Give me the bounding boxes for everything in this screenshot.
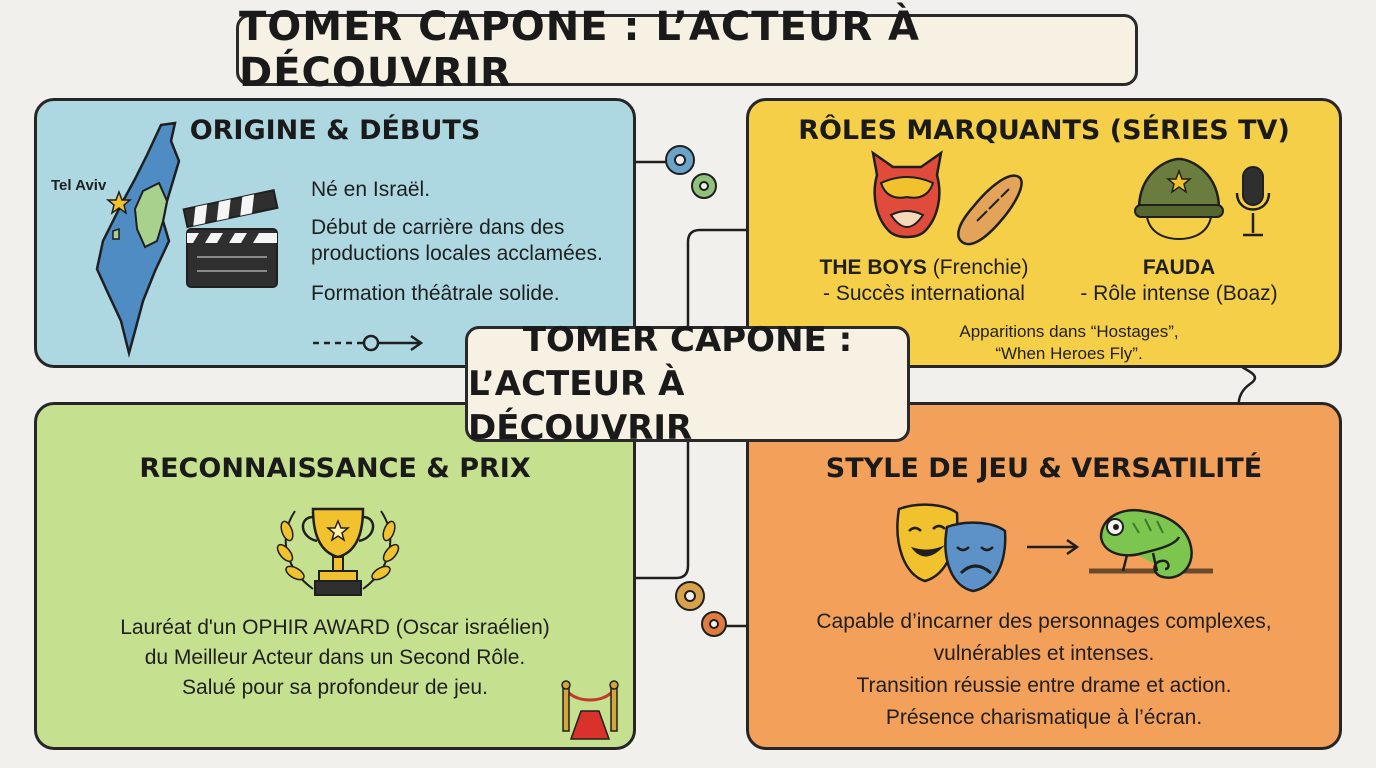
origine-item-2: Début de carrière dans des productions l… [311,216,603,266]
red-carpet-icon [561,680,619,740]
reconnaissance-line-2: du Meilleur Acteur dans un Second Rôle. [144,646,526,669]
gears-icon [665,145,717,199]
gears-icon-bottom [675,581,727,637]
star-icon [105,189,133,215]
clapperboard-icon [182,189,279,288]
show2-desc: - Rôle intense (Boaz) [1080,282,1278,305]
show1-name: THE BOYS [819,256,927,279]
arrow-right-icon [1027,538,1080,556]
chameleon-icon [1089,508,1213,579]
superhero-mask-icon [871,150,943,239]
baguette-icon [957,174,1023,246]
other-shows-line-2: “When Heroes Fly”. [995,344,1143,363]
origine-title: ORIGINE & DÉBUTS [189,115,481,146]
military-helmet-icon [1134,157,1224,241]
panel-reconnaissance-prix: RECONNAISSANCE & PRIX Lauréat d'un OPHIR… [34,402,636,750]
microphone-icon [1235,166,1271,237]
panel-style-de-jeu: STYLE DE JEU & VERSATILITÉ Capable d’inc… [746,402,1342,750]
style-line-4: Présence charismatique à l’écran. [885,706,1203,729]
style-line-1: Capable d’incarner des personnages compl… [816,610,1272,633]
title-banner: TOMER CAPONE : L’ACTEUR À DÉCOUVRIR [236,4,1138,96]
center-title-line-1: TOMER CAPONE : [522,319,853,360]
style-line-3: Transition réussie entre drame et action… [856,674,1232,697]
center-title-line-2: L’ACTEUR À DÉCOUVRIR [468,363,693,449]
style-line-2: vulnérables et intenses. [933,642,1155,665]
panel-origine-debuts: ORIGINE & DÉBUTS Tel Aviv Né en Israël. … [34,98,636,368]
show1-title: THE BOYS (Frenchie) [789,255,1059,281]
israel-map-icon [95,121,181,358]
panel-roles-marquants: RÔLES MARQUANTS (SÉRIES TV) THE BOYS (Fr… [746,98,1342,368]
roles-title: RÔLES MARQUANTS (SÉRIES TV) [798,115,1290,146]
center-title-box: TOMER CAPONE : L’ACTEUR À DÉCOUVRIR [465,320,910,448]
style-title: STYLE DE JEU & VERSATILITÉ [825,453,1263,484]
origine-item-1: Né en Israël. [311,178,431,201]
show1-desc: - Succès international [823,282,1025,305]
reconnaissance-line-3: Salué pour sa profondeur de jeu. [182,676,488,699]
reconnaissance-line-1: Lauréat d'un OPHIR AWARD (Oscar israélie… [120,616,550,639]
reconnaissance-title: RECONNAISSANCE & PRIX [139,453,531,484]
page-title: TOMER CAPONE : L’ACTEUR À DÉCOUVRIR [239,4,920,96]
origine-item-3: Formation théâtrale solide. [311,282,560,305]
theater-masks-icon [896,503,1007,593]
show1-role: (Frenchie) [932,256,1029,279]
show2-name: FAUDA [1142,256,1216,279]
trophy-icon [276,507,400,596]
other-shows-line-1: Apparitions dans “Hostages”, [959,322,1179,341]
map-label-tel-aviv: Tel Aviv [51,177,107,194]
arrow-icon [313,334,424,352]
